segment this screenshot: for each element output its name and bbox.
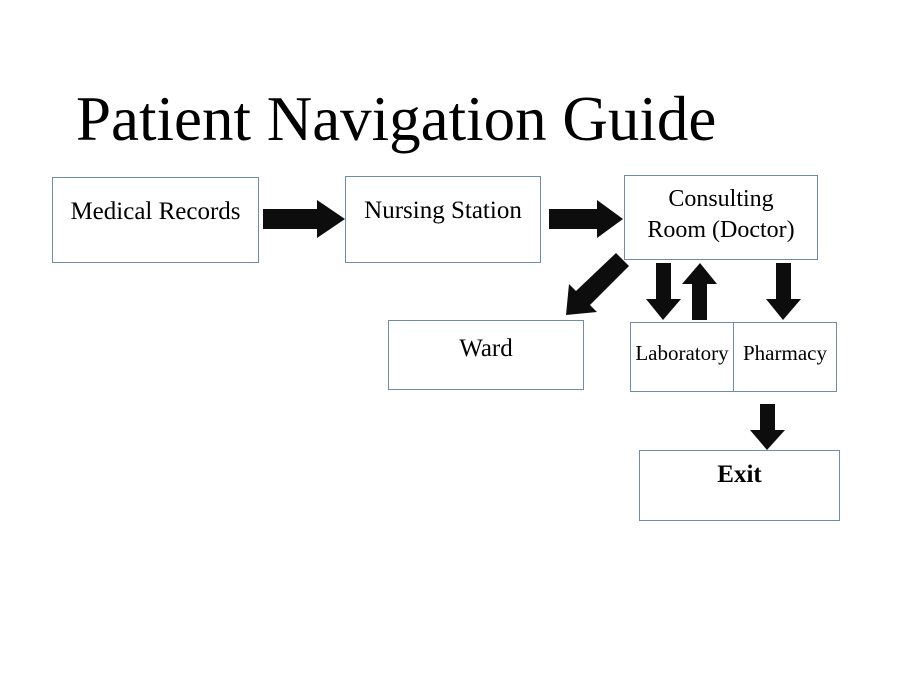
arrow-nursing-station-to-consulting-room (549, 200, 623, 238)
node-label: Consulting Room (Doctor) (647, 186, 795, 243)
node-label: Medical Records (70, 198, 241, 225)
node-label: Pharmacy (743, 341, 827, 365)
arrow-laboratory-to-consulting-room (682, 263, 717, 320)
node-medical-records[interactable]: Medical Records (52, 177, 259, 263)
arrow-medical-records-to-nursing-station (263, 200, 345, 238)
node-nursing-station[interactable]: Nursing Station (345, 176, 541, 263)
node-label: Ward (459, 335, 513, 362)
node-consulting-room[interactable]: Consulting Room (Doctor) (624, 175, 818, 260)
node-label: Exit (717, 461, 762, 488)
arrow-consulting-room-to-pharmacy (766, 263, 801, 320)
node-exit[interactable]: Exit (639, 450, 840, 521)
node-laboratory[interactable]: Laboratory (630, 322, 734, 392)
arrow-pharmacy-to-exit (750, 404, 785, 450)
node-label: Nursing Station (364, 197, 522, 224)
arrow-consulting-room-to-ward (566, 253, 629, 315)
page-title: Patient Navigation Guide (76, 84, 717, 154)
node-pharmacy[interactable]: Pharmacy (733, 322, 837, 392)
arrow-consulting-room-to-laboratory (646, 263, 681, 320)
node-label: Laboratory (635, 341, 729, 365)
node-ward[interactable]: Ward (388, 320, 584, 390)
